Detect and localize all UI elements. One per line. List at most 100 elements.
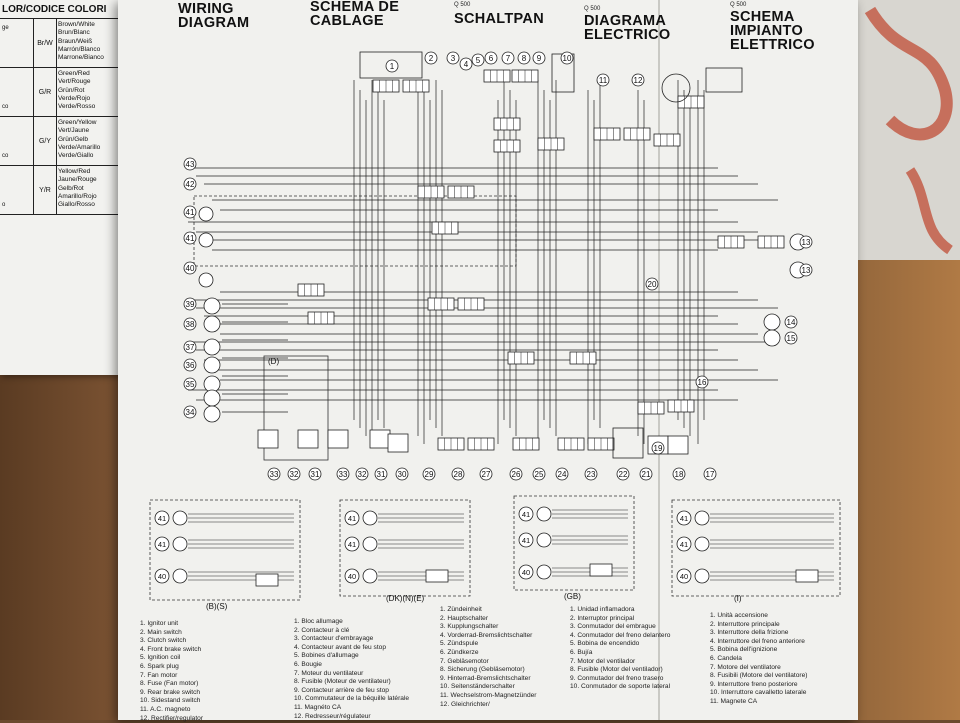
number-marker-bottom: 21 bbox=[639, 467, 653, 481]
color-code-left-line: ge bbox=[2, 25, 9, 31]
number-marker-bottom: 31 bbox=[374, 467, 388, 481]
number-circle bbox=[784, 331, 798, 345]
number-marker-bottom: 30 bbox=[395, 467, 409, 481]
number-circle bbox=[183, 205, 197, 219]
number-text: 34 bbox=[186, 408, 195, 417]
lamp-symbol bbox=[763, 313, 781, 331]
legend-item: 11. A.C. magneto bbox=[140, 705, 191, 713]
variant-lamp bbox=[172, 510, 188, 526]
number-marker-bottom: 31 bbox=[308, 467, 322, 481]
number-marker-right: 15 bbox=[784, 331, 798, 345]
number-text: 29 bbox=[425, 470, 434, 479]
number-circle bbox=[308, 467, 322, 481]
variant-lamp bbox=[362, 536, 378, 552]
number-text: 37 bbox=[186, 343, 195, 352]
color-name: Green/Red bbox=[58, 70, 90, 77]
number-text: 11 bbox=[599, 76, 608, 85]
number-marker-top: 4 bbox=[459, 57, 473, 71]
color-code-left-line: co bbox=[2, 104, 9, 110]
color-name: Green/Yellow bbox=[58, 119, 97, 126]
header-en: WIRING DIAGRAM bbox=[178, 1, 250, 31]
bottom-component bbox=[297, 429, 319, 449]
number-text: 23 bbox=[587, 470, 596, 479]
number-marker-bottom: 25 bbox=[532, 467, 546, 481]
number-text: 20 bbox=[648, 280, 657, 289]
color-code-left-line bbox=[2, 72, 8, 82]
magneto-symbol bbox=[661, 73, 691, 103]
tablecloth bbox=[850, 0, 960, 260]
number-text: 33 bbox=[339, 470, 348, 479]
number-text: 8 bbox=[522, 54, 527, 63]
variant-circle bbox=[518, 532, 534, 548]
variant-circle-number: 41 bbox=[680, 540, 688, 549]
number-text: 40 bbox=[186, 264, 195, 273]
color-code-left-line bbox=[2, 131, 8, 141]
number-text: 38 bbox=[186, 320, 195, 329]
color-name: Giallo/Rosso bbox=[58, 201, 95, 209]
variant-lamp bbox=[694, 510, 710, 526]
number-text: 42 bbox=[186, 180, 195, 189]
color-code-row-left-text: co bbox=[2, 72, 8, 112]
wire-harness bbox=[188, 80, 778, 444]
number-marker-left: 39 bbox=[183, 297, 197, 311]
number-marker-right: 19 bbox=[651, 441, 665, 455]
number-circle bbox=[532, 51, 546, 65]
number-text: 4 bbox=[464, 60, 469, 69]
number-circle bbox=[471, 53, 485, 67]
legend-item: 3. Interruttore della frizione bbox=[710, 629, 789, 637]
number-marker-top: 8 bbox=[517, 51, 531, 65]
color-code-left-line: o bbox=[2, 202, 6, 208]
header-fr: SCHEMA DE CABLAGE bbox=[310, 0, 400, 29]
number-marker-top: 1 bbox=[385, 59, 399, 73]
legend-item: 9. Rear brake switch bbox=[140, 688, 201, 696]
number-marker-top: 9 bbox=[532, 51, 546, 65]
color-name: Amarillo/Rojo bbox=[58, 192, 97, 200]
number-text: 24 bbox=[558, 470, 567, 479]
number-marker-left: 37 bbox=[183, 340, 197, 354]
ignitor-unit-box bbox=[359, 51, 423, 79]
color-code: Y/R bbox=[33, 166, 57, 214]
number-marker-left: 40 bbox=[183, 261, 197, 275]
number-circle bbox=[287, 467, 301, 481]
number-circle bbox=[501, 51, 515, 65]
frame-connector-d bbox=[263, 355, 329, 461]
color-code-left-line bbox=[2, 121, 8, 131]
number-text: 3 bbox=[451, 54, 456, 63]
legend-item: 2. Interruptor principal bbox=[570, 614, 635, 622]
number-circle bbox=[355, 467, 369, 481]
number-circle bbox=[703, 467, 717, 481]
lamp-symbol bbox=[203, 297, 221, 315]
number-circle bbox=[484, 51, 498, 65]
color-name: Verde/Amarillo bbox=[58, 143, 101, 151]
legend-item: 1. Unidad inflamadora bbox=[570, 606, 635, 613]
number-circle bbox=[555, 467, 569, 481]
number-marker-left: 35 bbox=[183, 377, 197, 391]
variant-lamp bbox=[172, 568, 188, 584]
variant-frame bbox=[513, 495, 635, 591]
number-circle bbox=[183, 377, 197, 391]
legend-item: 5. Ignition coil bbox=[140, 654, 181, 662]
number-text: 31 bbox=[377, 470, 386, 479]
number-marker-bottom: 27 bbox=[479, 467, 493, 481]
bottom-component bbox=[369, 429, 391, 449]
variant-frame bbox=[149, 499, 301, 601]
number-text: 22 bbox=[619, 470, 628, 479]
number-text: 9 bbox=[537, 54, 542, 63]
components bbox=[198, 51, 807, 459]
number-marker-bottom: 32 bbox=[355, 467, 369, 481]
number-marker-right: 13 bbox=[799, 263, 813, 277]
number-circle bbox=[183, 177, 197, 191]
color-name: Braun/Weiß bbox=[58, 37, 93, 45]
legend-item: 11. Wechselstrom-Magnetzünder bbox=[440, 691, 537, 699]
legend-item: 5. Bobina dell'ignizione bbox=[710, 646, 778, 654]
number-circle bbox=[517, 51, 531, 65]
legend-item: 8. Fusibili (Motore del ventilatore) bbox=[710, 672, 808, 680]
variant-circle-number: 41 bbox=[680, 514, 688, 523]
number-text: 16 bbox=[698, 378, 707, 387]
color-code-left-line bbox=[2, 180, 5, 190]
number-marker-bottom: 26 bbox=[509, 467, 523, 481]
